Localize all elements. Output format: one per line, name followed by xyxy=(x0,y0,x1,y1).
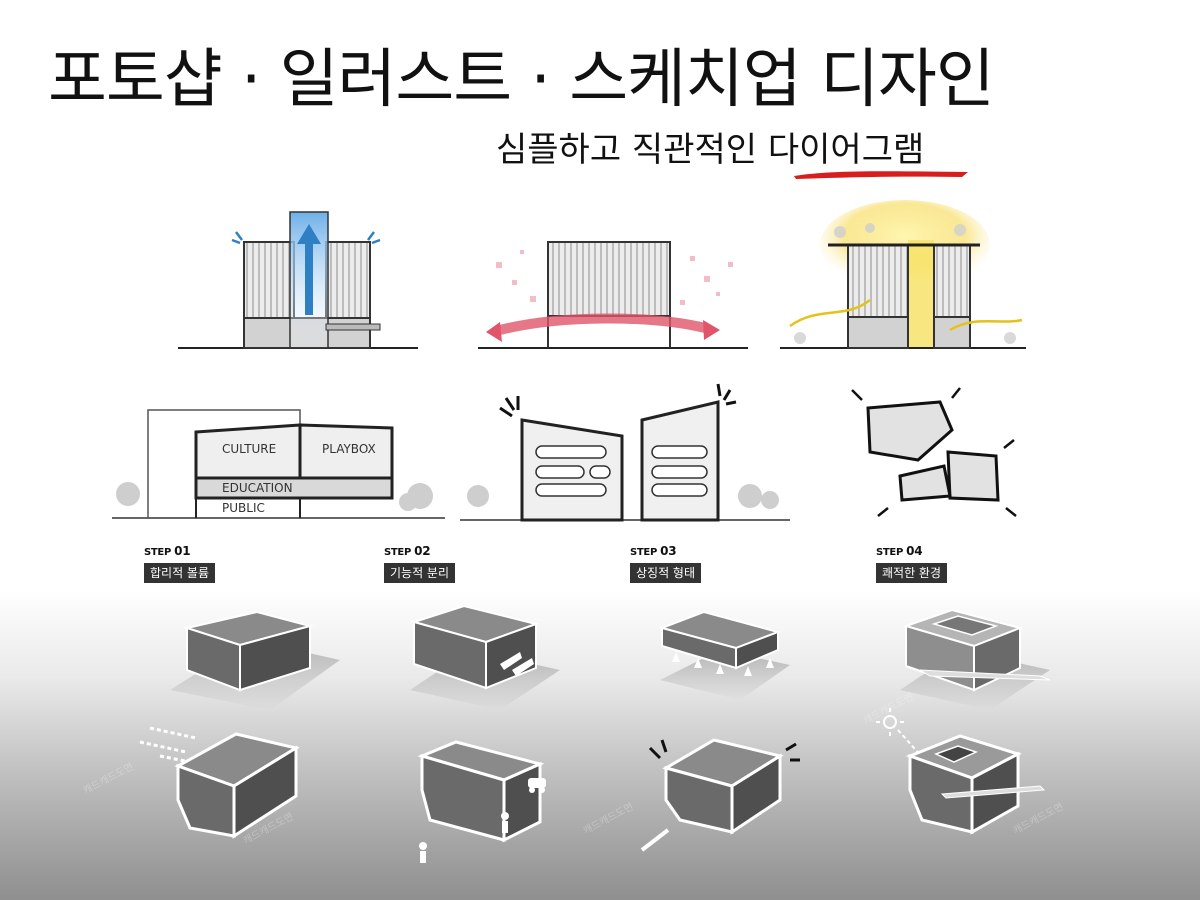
step-1-number: 01 xyxy=(174,544,191,558)
step-3-text: STEP xyxy=(630,547,657,558)
section-program xyxy=(112,409,445,519)
label-public: PUBLIC xyxy=(222,501,265,515)
massing-box-4 xyxy=(900,608,1051,710)
step-4-label: 쾌적한 환경 xyxy=(876,563,948,583)
section-ventilation xyxy=(178,211,418,349)
step-2-number: 02 xyxy=(414,544,431,558)
up-arrow-icon xyxy=(297,224,321,315)
step-4: STEP 04 쾌적한 환경 xyxy=(876,544,1036,583)
page-subtitle: 심플하고 직관적인 다이어그램 xyxy=(496,130,925,170)
step-2-text: STEP xyxy=(384,547,411,558)
label-playbox: PLAYBOX xyxy=(322,442,376,456)
page-title: 포토샵 · 일러스트 · 스케치업 디자인 xyxy=(48,43,995,117)
massing-box-3 xyxy=(658,610,790,700)
step-1-label: 합리적 볼륨 xyxy=(144,563,216,583)
step-4-text: STEP xyxy=(876,547,903,558)
step-1: STEP 01 합리적 볼륨 xyxy=(144,544,304,583)
sun-icon xyxy=(876,708,931,767)
step-1-text: STEP xyxy=(144,547,171,558)
step-3: STEP 03 상징적 형태 xyxy=(630,544,790,583)
pedestrian-icon xyxy=(419,812,509,863)
section-separated-volumes xyxy=(460,383,790,522)
label-education: EDUCATION xyxy=(222,481,293,495)
massing-box-1 xyxy=(170,610,340,710)
massing-detail-4 xyxy=(876,708,1046,835)
massing-box-2 xyxy=(410,604,560,710)
step-3-label: 상징적 형태 xyxy=(630,563,702,583)
section-wind-flow xyxy=(478,241,748,349)
massing-detail-3 xyxy=(640,738,800,852)
step-3-number: 03 xyxy=(660,544,677,558)
section-sunlight xyxy=(780,200,1026,349)
massing-detail-1 xyxy=(139,726,300,839)
step-4-number: 04 xyxy=(906,544,923,558)
step-2-label: 기능적 분리 xyxy=(384,563,456,583)
massing-detail-2 xyxy=(417,740,546,863)
red-underline-mark xyxy=(794,171,968,179)
plan-organic-volumes xyxy=(851,387,1017,517)
label-culture: CULTURE xyxy=(222,442,277,456)
car-icon xyxy=(528,778,546,793)
step-2: STEP 02 기능적 분리 xyxy=(384,544,544,583)
tree-icon xyxy=(794,223,1016,344)
